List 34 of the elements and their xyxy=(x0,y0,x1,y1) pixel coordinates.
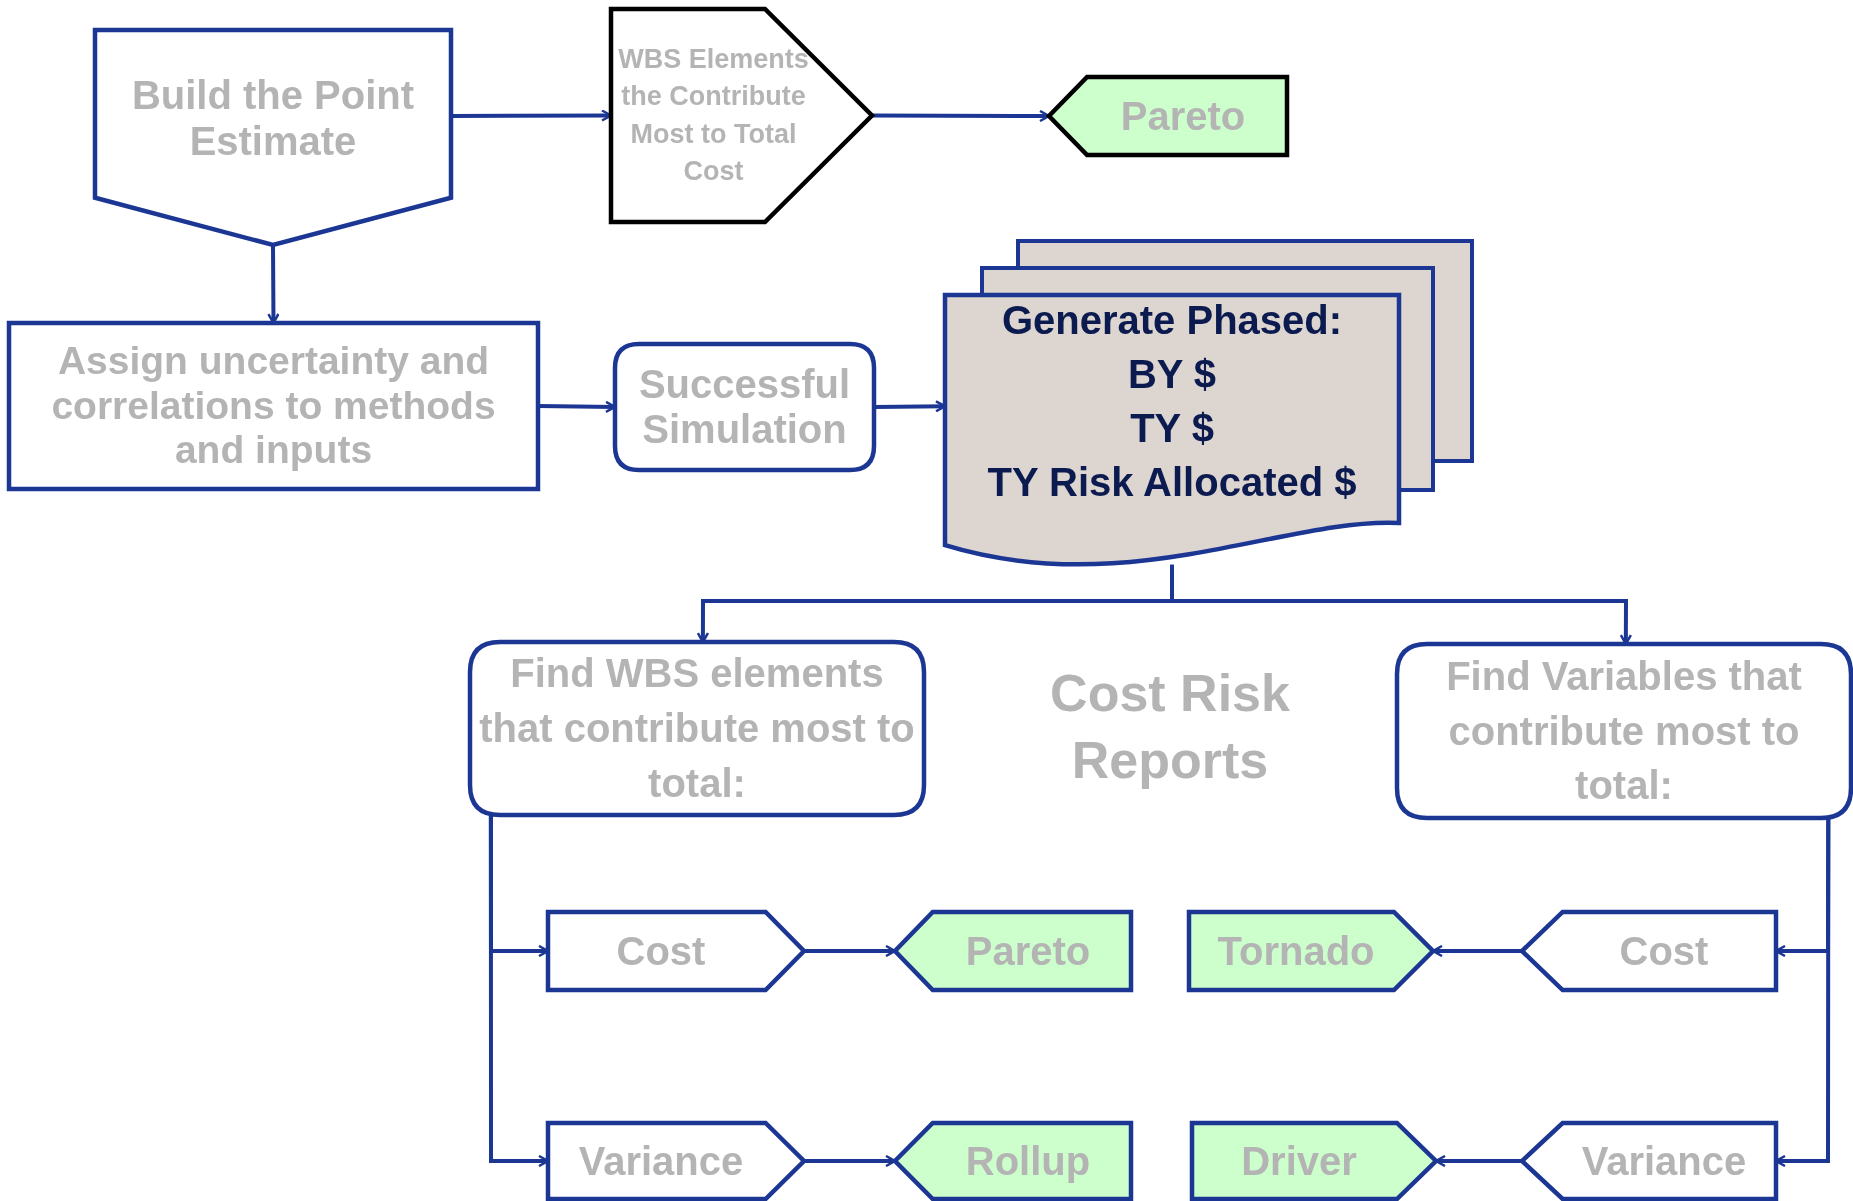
process-box xyxy=(1522,912,1776,990)
node-label: Driver xyxy=(1241,1138,1357,1184)
process-box xyxy=(548,912,804,990)
node-label: TY $ xyxy=(1130,405,1214,452)
report-box xyxy=(895,912,1131,990)
report-box xyxy=(1049,77,1287,155)
report-box xyxy=(895,1123,1131,1199)
node-label: Assign uncertainty and correlations to methods and inputs xyxy=(50,338,497,474)
node-label: Cost xyxy=(1619,928,1709,974)
node-label: Successful Simulation xyxy=(637,362,852,452)
node-label: Variance xyxy=(578,1138,744,1184)
process-box xyxy=(1522,1123,1776,1199)
node-label: Find WBS elements that contribute most to total: xyxy=(478,650,916,807)
node-label: Tornado xyxy=(1217,928,1375,974)
process-box xyxy=(95,30,451,245)
process-box xyxy=(615,344,874,470)
node-label: Pareto xyxy=(1120,93,1246,139)
node-label: BY $ xyxy=(1127,351,1217,398)
node-label: Pareto xyxy=(965,928,1091,974)
process-box xyxy=(9,323,538,489)
section-title: Cost Risk Reports xyxy=(1049,663,1291,791)
report-box xyxy=(1192,1123,1436,1199)
node-label: Rollup xyxy=(965,1138,1091,1184)
node-label: Generate Phased: xyxy=(1001,297,1343,344)
node-label: Build the Point Estimate xyxy=(130,71,416,164)
process-box xyxy=(1397,644,1851,818)
process-box xyxy=(611,9,872,222)
node-label: Find Variables that contribute most to total: xyxy=(1445,652,1803,810)
node-label: WBS Elements the Contribute Most to Total Cost xyxy=(617,43,810,188)
node-label: Cost xyxy=(616,928,706,974)
node-label: TY Risk Allocated $ xyxy=(987,459,1357,506)
report-box xyxy=(1189,912,1433,990)
node-label: Variance xyxy=(1581,1138,1747,1184)
process-box xyxy=(548,1123,804,1199)
